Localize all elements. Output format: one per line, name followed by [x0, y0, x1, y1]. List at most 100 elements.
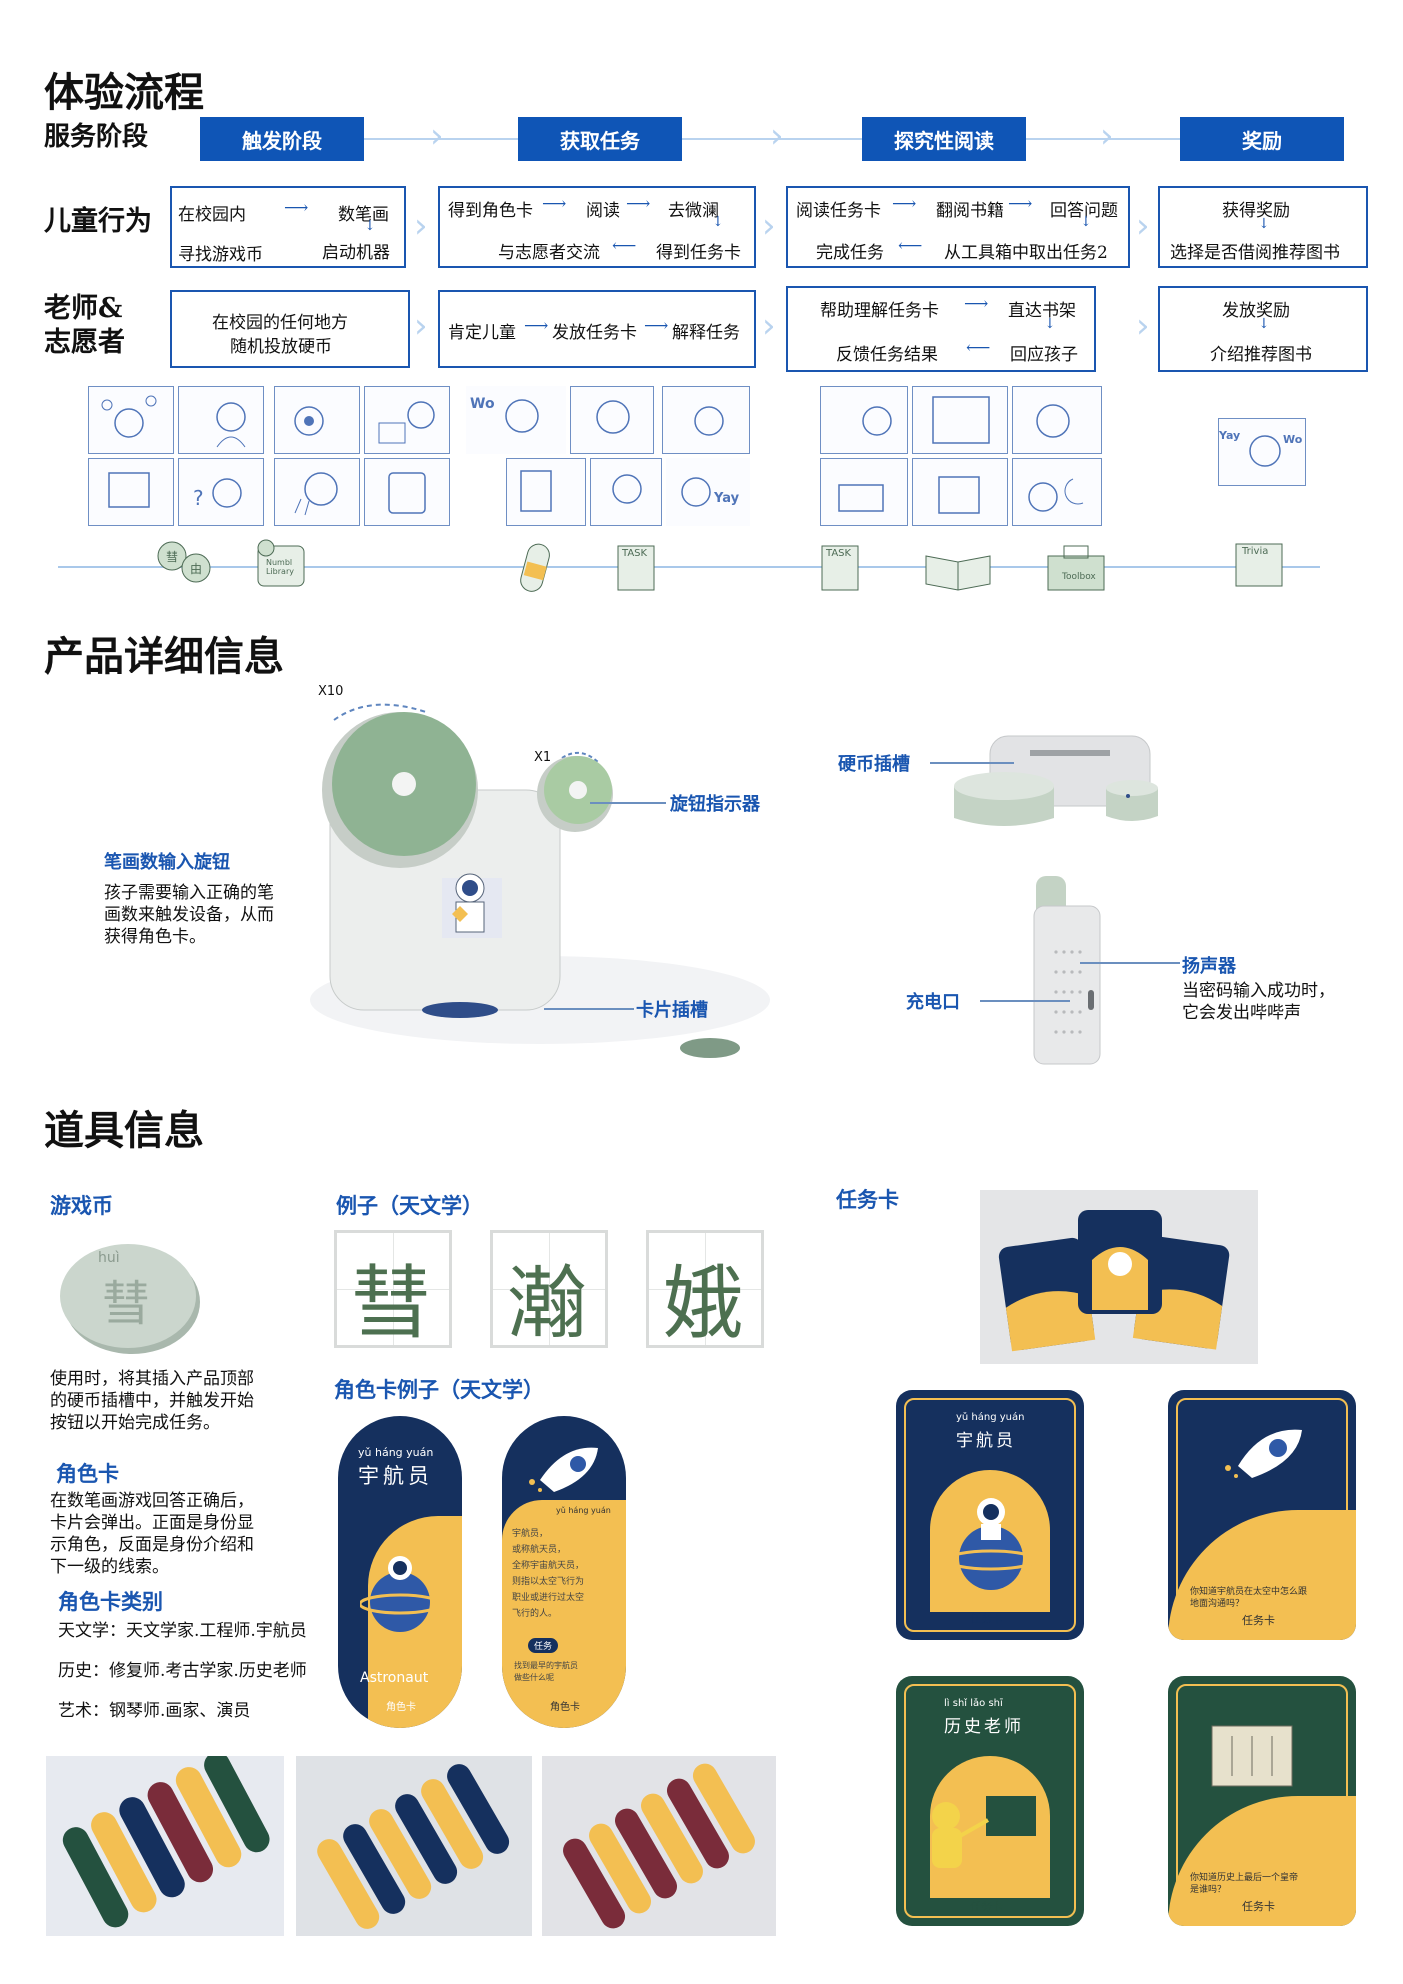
task-card-icon: TASK — [818, 542, 862, 596]
child-step-text: 从工具箱中取出任务2 — [944, 243, 1108, 263]
storyboard-panel — [662, 386, 750, 454]
child-box-get-task: 得到角色卡 ⟶ 阅读 ⟶ 去微澜 ↓ 与志愿者交流 ⟵ 得到任务卡 — [438, 186, 756, 268]
task-card-pinyin: yǔ háng yuán — [956, 1412, 1025, 1423]
speaker-title: 扬声器 — [1182, 956, 1236, 977]
coin-description-line: 按钮以开始完成任务。 — [50, 1413, 220, 1433]
task-card-border — [1176, 1684, 1348, 1918]
role-card-planet — [358, 1546, 442, 1646]
role-card-yellow-area — [502, 1500, 626, 1728]
row-label-teacher-2: 志愿者 — [44, 327, 125, 358]
indicator-callout-line — [590, 802, 666, 804]
device-illustration — [290, 680, 850, 1080]
coin-pinyin: huì — [98, 1250, 120, 1266]
child-step-text: 得到任务卡 — [656, 243, 741, 263]
task-card-name: 历史老师 — [944, 1717, 1024, 1737]
row-label-stage: 服务阶段 — [44, 122, 149, 152]
tianzige-cell: 彗 — [334, 1230, 452, 1350]
role-card-front: yǔ háng yuán 宇航员 Astronaut 角色卡 — [338, 1416, 462, 1728]
coin-description: 使用时，将其插入产品顶部 的硬币插槽中，并触发开始 按钮以开始完成任务。 — [50, 1368, 254, 1434]
astronaut-icon — [945, 1486, 1037, 1596]
role-card-english: Astronaut — [360, 1670, 429, 1686]
storyboard-panel — [364, 386, 450, 454]
props-section-title: 道具信息 — [44, 1107, 204, 1154]
trivia-card-icon: Trivia — [1232, 540, 1286, 590]
chevron-right-icon: › — [770, 116, 784, 156]
charge-port-label: 充电口 — [906, 992, 960, 1013]
knob-title: 笔画数输入旋钮 — [104, 852, 230, 873]
charge-port-callout-line — [980, 1000, 1070, 1002]
task-card-history: lì shǐ lǎo shī 历史老师 任务卡 — [896, 1676, 1084, 1926]
task-card-history-question: 你知道历史上最后一个皇帝 是谁吗？ 任务卡 — [1168, 1676, 1356, 1926]
storyboard-panel: Yay — [666, 458, 750, 526]
storyboard-panel — [912, 386, 1008, 454]
task-card-label: 任务卡 — [970, 1900, 1003, 1913]
child-step-text: 回答问题 — [1050, 201, 1118, 221]
teacher-step-text: 介绍推荐图书 — [1210, 345, 1312, 365]
scroll-icon — [1202, 1716, 1302, 1796]
child-step-text: 获得奖励 — [1222, 201, 1290, 221]
knob-description-line: 孩子需要输入正确的笔 — [104, 883, 274, 903]
arrow-right-icon: ⟶ — [964, 294, 989, 314]
arrow-down-icon: ↓ — [1080, 214, 1092, 230]
teacher-step-text: 随机投放硬币 — [230, 337, 332, 357]
role-type-art: 艺术：钢琴师.画家、演员 — [58, 1701, 251, 1721]
teacher-step-text: 反馈任务结果 — [836, 345, 938, 365]
chevron-right-icon: › — [762, 206, 776, 246]
teacher-step-text: 直达书架 — [1008, 301, 1076, 321]
child-step-text: 在校园内 — [178, 205, 246, 225]
teacher-step-text: 回应孩子 — [1010, 345, 1078, 365]
role-back-line: 或称航天员， — [512, 1545, 567, 1555]
example-title: 例子（天文学） — [336, 1193, 483, 1218]
svg-text:Yay: Yay — [1219, 429, 1240, 442]
role-type-history: 历史：修复师.考古学家.历史老师 — [58, 1661, 307, 1681]
coin-description-line: 使用时，将其插入产品顶部 — [50, 1369, 254, 1389]
task-card-space-question: 你知道宇航员在太空中怎么跟 地面沟通吗？ 任务卡 — [1168, 1390, 1356, 1640]
arrow-left-icon: ⟵ — [966, 338, 991, 358]
example-character: 彗 — [351, 1257, 431, 1350]
coin-slot-label: 硬币插槽 — [838, 754, 910, 775]
history-teacher-icon — [916, 1776, 1046, 1886]
chevron-right-icon: › — [762, 306, 776, 346]
role-back-line: 宇航员， — [512, 1529, 549, 1539]
tianzige-cell: 娥 — [646, 1230, 764, 1350]
arrow-down-icon: ↓ — [1044, 316, 1056, 332]
arrow-right-icon: ⟶ — [1008, 194, 1033, 214]
storyboard-get-task: Wo Yay — [466, 386, 752, 528]
device-side-view — [1016, 872, 1112, 1068]
teacher-box-get-task: 肯定儿童 ⟶ 发放任务卡 ⟶ 解释任务 — [438, 290, 756, 368]
stage-reading: 探究性阅读 — [862, 117, 1026, 161]
coin-icon: 彗由 — [152, 532, 222, 588]
teacher-box-reading: 帮助理解任务卡 ⟶ 直达书架 ↓ 反馈任务结果 ⟵ 回应孩子 — [786, 286, 1096, 372]
teacher-box-reward: 发放奖励 ↓ 介绍推荐图书 — [1158, 286, 1368, 372]
role-card-name: 宇航员 — [358, 1464, 433, 1488]
tianzige-cell: 瀚 — [490, 1230, 608, 1350]
svg-text:Yay: Yay — [713, 491, 740, 506]
coin-description-line: 的硬币插槽中，并触发开始 — [50, 1391, 254, 1411]
stage-trigger: 触发阶段 — [200, 117, 364, 161]
stage-get-task: 获取任务 — [518, 117, 682, 161]
role-card-title: 角色卡 — [56, 1461, 119, 1486]
role-back-line: 职业或进行过太空 — [512, 1593, 585, 1603]
task-question-line: 你知道宇航员在太空中怎么跟 — [1190, 1587, 1308, 1597]
arrow-left-icon: ⟵ — [612, 236, 637, 256]
card-slot-label: 卡片插槽 — [636, 1000, 708, 1021]
child-box-reading: 阅读任务卡 ⟶ 翻阅书籍 ⟶ 回答问题 ↓ 完成任务 ⟵ 从工具箱中取出任务2 — [786, 186, 1130, 268]
task-card-pinyin: lì shǐ lǎo shī — [944, 1698, 1003, 1709]
task-card-photo — [980, 1190, 1258, 1364]
role-description-line: 下一级的线索。 — [50, 1557, 169, 1577]
teacher-step-text: 肯定儿童 — [448, 323, 516, 343]
knob-description: 孩子需要输入正确的笔 画数来触发设备，从而 获得角色卡。 — [104, 882, 274, 948]
child-step-text: 寻找游戏币 — [178, 245, 263, 265]
coin-character: 彗 — [102, 1276, 151, 1332]
storyboard-panel — [590, 458, 662, 526]
example-char-grid: 彗 瀚 娥 — [334, 1230, 770, 1352]
library-label: Numbl Library — [266, 558, 294, 576]
role-card-icon — [516, 540, 556, 596]
child-step-text: 去微澜 — [668, 201, 719, 221]
example-character: 瀚 — [507, 1257, 587, 1350]
task-card-name: 宇航员 — [956, 1431, 1016, 1451]
role-card-pinyin: yǔ háng yuán — [358, 1446, 434, 1459]
role-card-back: yǔ háng yuán 宇航员， 或称航天员， 全称宇宙航天员， 则指以太空飞… — [502, 1416, 626, 1728]
task-label: TASK — [826, 548, 852, 559]
